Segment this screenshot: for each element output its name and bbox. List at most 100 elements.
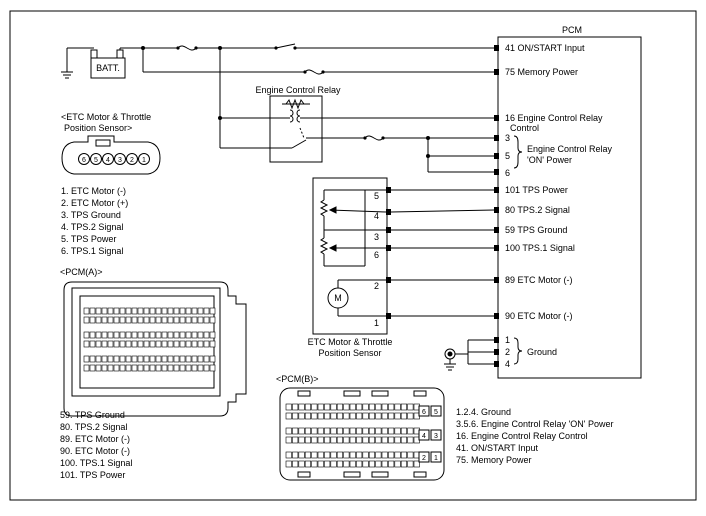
pin-cavity (330, 427, 337, 435)
pin-cavity (336, 451, 344, 459)
pin-cavity (125, 316, 132, 324)
etc-connector-legend: 1. ETC Motor (-) 2. ETC Motor (+) 3. TPS… (61, 186, 128, 256)
pin-cavity (197, 340, 204, 348)
pcm-b-title: <PCM(B)> (276, 374, 319, 384)
pin-cavity (185, 355, 192, 363)
battery: BATT. (61, 47, 126, 79)
pin-cavity (285, 427, 292, 435)
pin-cavity (336, 412, 344, 420)
pin-cavity (161, 331, 168, 339)
pin-cavity (304, 427, 312, 435)
pin-cavity (173, 355, 180, 363)
pin-cavity (167, 355, 174, 363)
etc-pin-1: 1 (142, 157, 146, 164)
pin-cavity (119, 331, 126, 339)
pin-cavity (143, 331, 150, 339)
pin-cavity (131, 331, 138, 339)
pin-cavity (131, 340, 138, 348)
pin-cavity (298, 427, 305, 435)
pin-cavity (137, 307, 144, 315)
pin-cavity (388, 427, 395, 435)
pcm-b-pin-3: 3 (434, 433, 438, 440)
pin-cavity (89, 355, 96, 363)
pin-cavity (343, 403, 350, 411)
pin-cavity (143, 355, 150, 363)
pin-cavity (394, 451, 401, 459)
pin-cavity (83, 364, 90, 372)
pin-cavity (191, 355, 198, 363)
etc-connector-title-2: Position Sensor> (64, 123, 132, 133)
pin-cavity (185, 331, 192, 339)
pin-cavity (155, 316, 162, 324)
pin-cavity (324, 403, 331, 411)
pcm-a-legend-item: 101. TPS Power (60, 470, 125, 480)
pin-cavity (149, 340, 156, 348)
pin-cavity (197, 355, 204, 363)
pcm-a-legend-item: 89. ETC Motor (-) (60, 434, 130, 444)
pin-cavity (304, 436, 312, 444)
pcm-b-legend-item: 16. Engine Control Relay Control (456, 431, 588, 441)
pin-cavity (161, 340, 168, 348)
pin-cavity (343, 436, 350, 444)
pin-cavity (356, 412, 363, 420)
relay-on-label-1: Engine Control Relay (527, 144, 613, 154)
pin-cavity (203, 355, 210, 363)
pin-cavity (101, 331, 108, 339)
pin-cavity (381, 451, 388, 459)
pin-cavity (167, 307, 174, 315)
pin-cavity (113, 307, 120, 315)
pin-cavity (107, 355, 114, 363)
pin-cavity (388, 403, 395, 411)
pin-cavity (375, 427, 382, 435)
pin-cavity (197, 364, 204, 372)
pin-cavity (209, 364, 216, 372)
pin-tps-ground: 59 TPS Ground (505, 225, 567, 235)
pin-cavity (179, 355, 186, 363)
pin-cavity (356, 403, 363, 411)
pin-cavity (381, 460, 388, 468)
pin-cavity (155, 307, 162, 315)
pin-cavity (83, 316, 90, 324)
pin-5: 5 (505, 151, 510, 161)
pin-cavity (388, 412, 395, 420)
pin-cavity (400, 436, 408, 444)
pin-cavity (336, 427, 344, 435)
pin-cavity (155, 364, 162, 372)
pin-cavity (89, 340, 96, 348)
pin-cavity (343, 427, 350, 435)
pin-cavity (304, 412, 312, 420)
pin-cavity (113, 331, 120, 339)
pin-cavity (336, 436, 344, 444)
pin-cavity (143, 364, 150, 372)
etc-pin-5: 5 (94, 157, 98, 164)
pin-on-start: 41 ON/START Input (505, 43, 585, 53)
pin-cavity (292, 460, 299, 468)
etc-legend-item: 2. ETC Motor (+) (61, 198, 128, 208)
pin-cavity (101, 364, 108, 372)
etc-legend-item: 6. TPS.1 Signal (61, 246, 123, 256)
pin-cavity (413, 460, 420, 468)
pin-cavity (197, 331, 204, 339)
pin-cavity (149, 355, 156, 363)
etc-legend-item: 3. TPS Ground (61, 210, 121, 220)
pcm-a-title: <PCM(A)> (60, 267, 103, 277)
pin-cavity (292, 412, 299, 420)
pin-cavity (356, 451, 363, 459)
pin-cavity (311, 436, 318, 444)
pin-cavity (304, 451, 312, 459)
pcm-b-pin-5: 5 (434, 409, 438, 416)
pin-cavity (209, 340, 216, 348)
etc-pin-4: 4 (106, 157, 110, 164)
pin-cavity (362, 403, 369, 411)
pin-cavity (298, 460, 305, 468)
pin-cavity (292, 436, 299, 444)
pin-cavity (143, 307, 150, 315)
pin-cavity (317, 436, 324, 444)
sensor-pin-5: 5 (374, 191, 379, 201)
pin-cavity (143, 316, 150, 324)
pin-cavity (167, 340, 174, 348)
pin-cavity (292, 451, 299, 459)
pin-cavity (311, 460, 318, 468)
pcm-b-legend-item: 3.5.6. Engine Control Relay 'ON' Power (456, 419, 614, 429)
